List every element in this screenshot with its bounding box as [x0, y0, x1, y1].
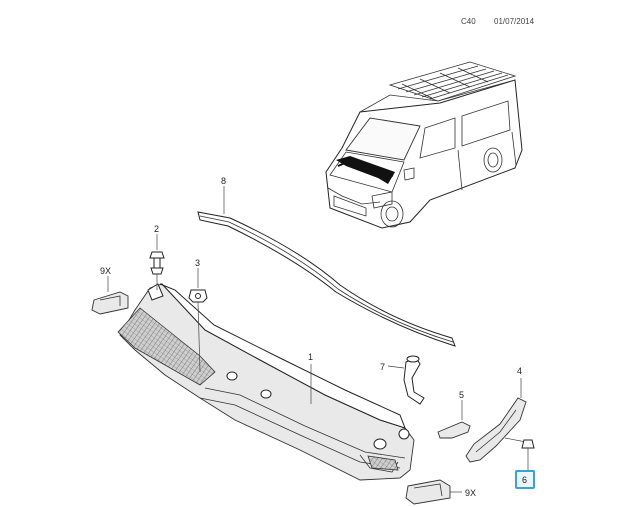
bracket-part-5 — [437, 400, 471, 439]
callout-part-4: 4 — [517, 366, 522, 376]
callout-part-9x-upper: 9X — [100, 266, 111, 276]
callout-part-2: 2 — [154, 224, 159, 234]
callout-part-5: 5 — [459, 390, 464, 400]
callout-part-8: 8 — [221, 176, 226, 186]
bolt-part-2 — [149, 234, 165, 290]
seal-strip-part-8 — [197, 211, 456, 347]
grommet-part-9x-lower — [405, 479, 462, 505]
header-date: 01/07/2014 — [494, 17, 535, 26]
callout-part-6-highlight[interactable] — [515, 470, 535, 489]
callout-part-3: 3 — [195, 258, 200, 268]
side-trim-part-4 — [465, 378, 527, 463]
callout-part-9x-lower: 9X — [465, 488, 476, 498]
cowl-panel-part-1 — [117, 283, 415, 481]
callout-part-1: 1 — [308, 352, 313, 362]
bolt-part-6 — [504, 437, 535, 470]
header-code: C40 — [461, 17, 476, 26]
grommet-part-9x-upper — [91, 276, 129, 315]
callout-part-7: 7 — [380, 362, 385, 372]
callout-part-6: 6 — [522, 475, 527, 485]
connector-part-7 — [387, 355, 425, 405]
van-illustration — [325, 61, 523, 229]
clip-nut-part-3 — [188, 268, 208, 373]
